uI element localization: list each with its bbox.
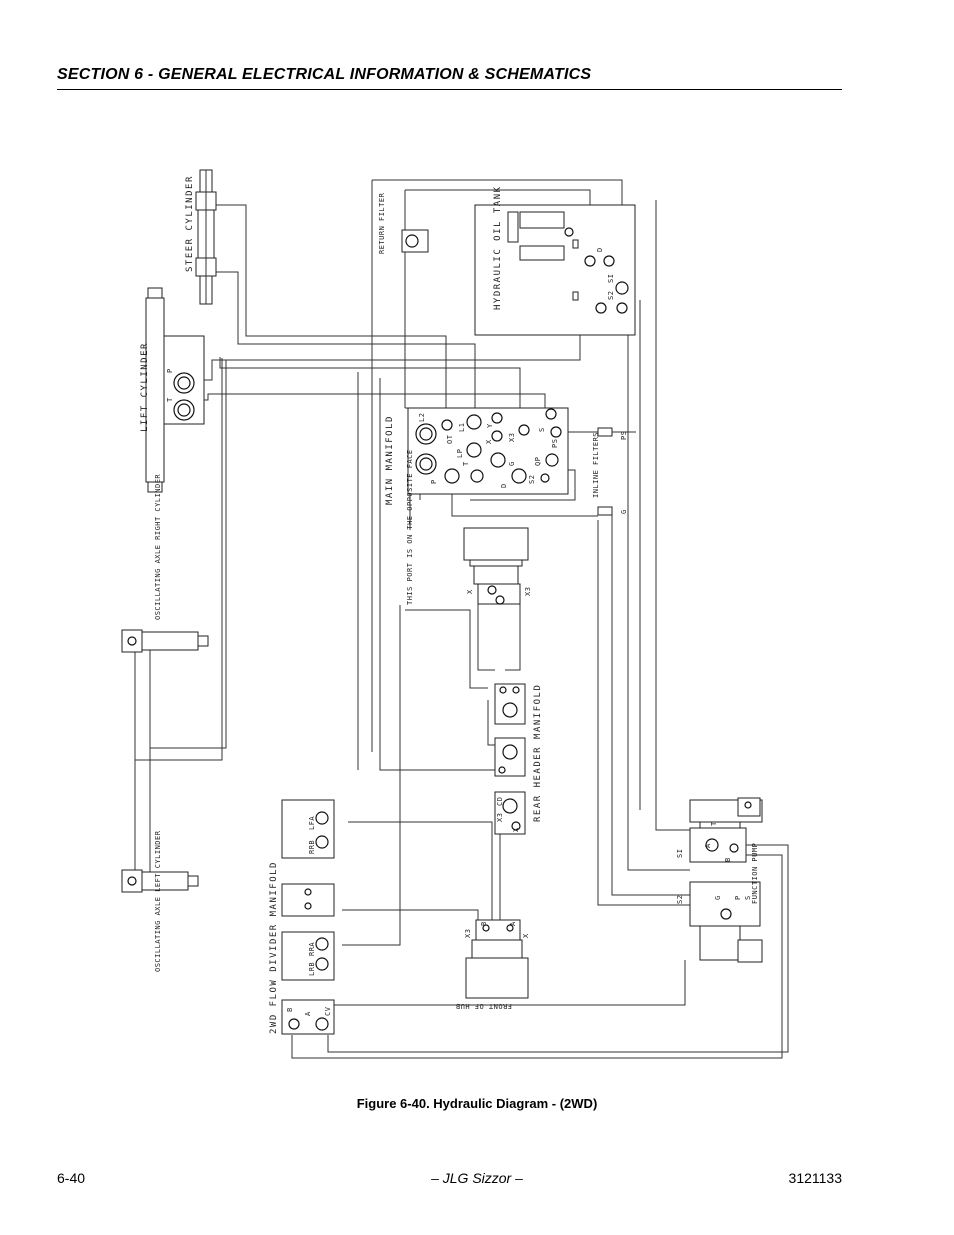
divider-port-cv: CV <box>324 1006 332 1016</box>
pump-port-g: G <box>714 895 722 900</box>
figure-caption: Figure 6-40. Hydraulic Diagram - (2WD) <box>356 1096 598 1111</box>
port-note: THIS PORT IS ON THE OPPOSITE FACE <box>406 449 414 605</box>
inline-filters <box>597 427 613 516</box>
osc-axle-left-cylinder <box>121 869 199 893</box>
tank-label: HYDRAULIC OIL TANK <box>493 185 503 310</box>
main-port-l1: L1 <box>458 423 466 432</box>
main-port-x: X <box>485 439 493 444</box>
divider-port-a: A <box>304 1011 312 1016</box>
small-manifold <box>494 683 526 725</box>
function-pump <box>689 797 763 963</box>
pump-port-b: B <box>724 857 732 862</box>
lift-port-t: T <box>166 397 174 402</box>
inline-port-ps: PS <box>620 431 628 440</box>
steer-cylinder <box>195 169 217 305</box>
motor-bottom-port-x: X <box>522 933 530 938</box>
drive-motor-bottom <box>465 919 529 999</box>
header-rule <box>57 89 842 90</box>
inline-filters-label: INLINE FILTERS <box>592 432 600 498</box>
main-port-x3: X3 <box>508 433 516 442</box>
function-pump-label: FUNCTION PUMP <box>751 843 759 904</box>
rear-port-x3: X3 <box>496 813 504 822</box>
hose-lines <box>134 179 789 1059</box>
main-port-p: P <box>430 479 438 484</box>
main-port-l2: L2 <box>418 413 426 422</box>
pump-port-t: T <box>710 821 718 826</box>
pump-port-s: S <box>744 895 752 900</box>
osc-axle-right-cylinder <box>121 629 209 653</box>
motor-bottom-port-x3: X3 <box>464 929 472 938</box>
page-number: 6-40 <box>57 1170 86 1186</box>
tank-port-s2: S2 <box>607 291 615 300</box>
lift-port-p: P <box>166 368 174 373</box>
main-port-t: T <box>462 461 470 466</box>
divider-port-rrb: RRB <box>308 840 316 854</box>
lift-cylinder <box>145 287 205 493</box>
return-filter-label: RETURN FILTER <box>378 192 386 254</box>
divider-port-rra: RRA <box>308 942 316 956</box>
pump-port-si: SI <box>676 849 684 858</box>
pump-port-s2: S2 <box>676 895 684 904</box>
motor-top-port-x: X <box>466 589 474 594</box>
rear-port-x: X <box>512 827 520 832</box>
flow-divider-label: 2WD FLOW DIVIDER MANIFOLD <box>269 861 279 1034</box>
motor-bottom-port-b: B <box>480 921 488 926</box>
divider-port-lrb: LRB <box>308 962 316 976</box>
main-port-ps: PS <box>551 439 559 448</box>
divider-port-lfa: LFA <box>308 816 316 830</box>
flow-divider-manifold <box>281 799 335 1035</box>
inline-port-g: G <box>620 509 628 514</box>
osc-left-label: OSCILLATING AXLE LEFT CYLINDER <box>154 830 162 972</box>
rear-port-cd: CD <box>496 797 504 806</box>
footer-title: – JLG Sizzor – <box>431 1170 523 1186</box>
main-port-y: Y <box>486 423 494 428</box>
lift-cylinder-label: LIFT CYLINDER <box>140 342 150 432</box>
main-manifold-label: MAIN MANIFOLD <box>385 415 395 505</box>
main-port-s: S <box>538 427 546 432</box>
motor-top-port-x3: X3 <box>524 587 532 596</box>
pump-port-p: P <box>734 895 742 900</box>
steer-cylinder-label: STEER CYLINDER <box>185 175 195 272</box>
tank-port-d: D <box>596 247 604 252</box>
return-filter <box>401 229 429 253</box>
drive-motor-top <box>463 527 529 605</box>
section-title: SECTION 6 - GENERAL ELECTRICAL INFORMATI… <box>57 66 592 83</box>
pump-port-a: A <box>704 843 712 848</box>
main-port-s2: S2 <box>528 475 536 484</box>
doc-number: 3121133 <box>788 1170 842 1186</box>
tank-port-si: SI <box>607 274 615 283</box>
divider-port-b: B <box>286 1007 294 1012</box>
osc-right-label: OSCILLATING AXLE RIGHT CYLINDER <box>154 474 162 620</box>
rear-header-manifold-label: REAR HEADER MANIFOLD <box>533 684 543 822</box>
main-manifold <box>407 407 569 495</box>
hydraulic-oil-tank <box>474 204 636 336</box>
front-of-hub-label: FRONT OF HUB <box>455 1002 512 1010</box>
main-port-lp: LP <box>456 449 464 458</box>
main-port-g: G <box>508 461 516 466</box>
rear-header-manifold <box>494 737 526 835</box>
motor-bottom-port-a: A <box>509 921 517 926</box>
main-port-qp: QP <box>534 457 542 466</box>
main-port-ot: OT <box>446 434 454 444</box>
main-port-d: D <box>500 483 508 488</box>
